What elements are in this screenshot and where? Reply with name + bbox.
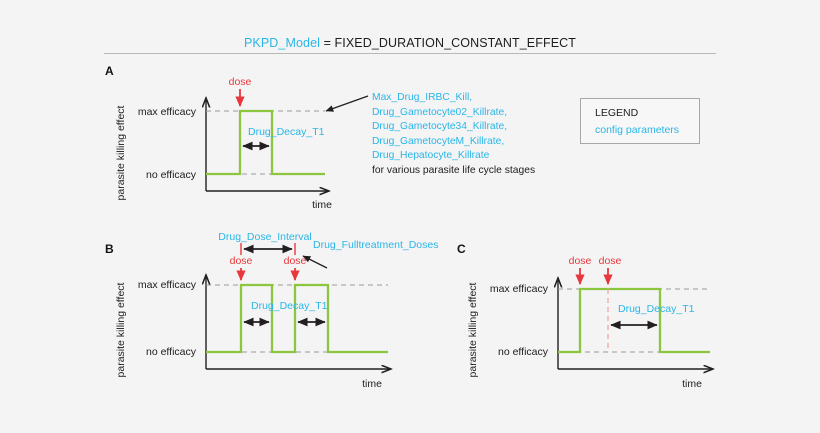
panel-b-y-label-max: max efficacy <box>138 279 197 291</box>
diagram-title: PKPD_Model = FIXED_DURATION_CONSTANT_EFF… <box>0 34 820 52</box>
panel-a-param-pointer-arrow <box>325 95 369 112</box>
title-divider <box>104 53 716 54</box>
panel-c-x-axis-title: time <box>682 378 702 390</box>
panel-c-effect-curve <box>558 287 710 354</box>
title-param-name: PKPD_Model <box>243 36 321 50</box>
panel-b-dose-interval-label: Drug_Dose_Interval <box>218 231 311 243</box>
panel-b-y-axis-title: parasite killing effect <box>115 282 127 377</box>
panel-b-dose-label-1: dose <box>284 255 307 267</box>
panel-a-y-label-no: no efficacy <box>146 169 197 181</box>
panel-b-fulltreatment-label: Drug_Fulltreatment_Doses <box>313 239 438 251</box>
panel-c-decay-label: Drug_Decay_T1 <box>618 303 695 315</box>
panel-c: parasite killing effect max efficacy no … <box>467 255 712 390</box>
panel-c-y-axis-title: parasite killing effect <box>467 282 479 377</box>
legend-box: LEGEND config parameters <box>580 98 700 144</box>
panel-a-y-axis-title: parasite killing effect <box>115 105 127 200</box>
config-param-1: Drug_Gametocyte02_Killrate, <box>372 106 508 118</box>
panel-b-y-label-no: no efficacy <box>146 346 197 358</box>
panel-a-effect-curve <box>206 109 325 176</box>
panel-b-decay-label: Drug_Decay_T1 <box>251 300 328 312</box>
title-value: = FIXED_DURATION_CONSTANT_EFFECT <box>320 36 577 50</box>
panel-a-x-axis-title: time <box>312 199 332 211</box>
config-param-2: Drug_Gametocyte34_Killrate, <box>372 121 508 133</box>
panel-b-fulltreatment-pointer-arrow <box>302 255 328 269</box>
title-line: PKPD_Model = FIXED_DURATION_CONSTANT_EFF… <box>244 36 576 50</box>
panel-b: parasite killing effect max efficacy no … <box>115 231 438 390</box>
config-param-4: Drug_Hepatocyte_Killrate <box>372 150 490 162</box>
panel-letter-c: C <box>457 242 466 256</box>
panel-b-effect-curve <box>206 283 388 354</box>
panel-letter-a: A <box>105 64 114 78</box>
panel-a-decay-label: Drug_Decay_T1 <box>248 126 325 138</box>
legend-title: LEGEND <box>595 107 639 119</box>
panel-c-y-label-max: max efficacy <box>490 283 549 295</box>
config-param-0: Max_Drug_IRBC_Kill, <box>372 92 473 103</box>
config-param-3: Drug_GametocyteM_Killrate, <box>372 135 505 147</box>
panel-b-dose-label-0: dose <box>230 255 253 267</box>
panel-b-x-axis-title: time <box>362 378 382 390</box>
panel-c-dose-label-0: dose <box>569 255 592 267</box>
panel-letter-b: B <box>105 242 114 256</box>
panel-a-dose-label-0: dose <box>229 76 252 88</box>
panel-c-y-label-no: no efficacy <box>498 346 549 358</box>
panel-a: parasite killing effect max efficacy no … <box>115 76 369 211</box>
panel-c-dose-label-1: dose <box>599 255 622 267</box>
legend-subtitle: config parameters <box>595 124 680 136</box>
panel-a-y-label-max: max efficacy <box>138 106 197 118</box>
config-param-note: for various parasite life cycle stages <box>372 164 536 176</box>
config-parameter-list: Max_Drug_IRBC_Kill, Drug_Gametocyte02_Ki… <box>372 91 535 179</box>
